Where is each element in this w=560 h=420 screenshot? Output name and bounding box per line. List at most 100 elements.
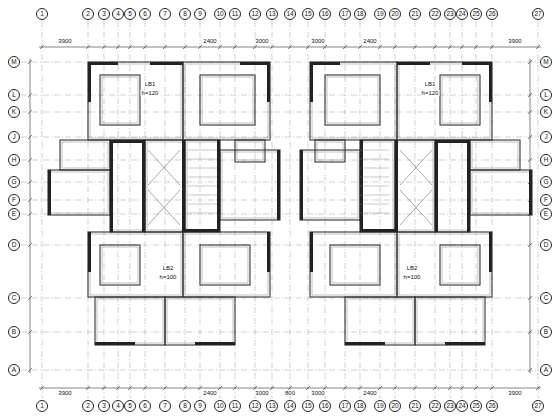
- axis-bubble: 21: [409, 400, 421, 412]
- axis-bubble: 27: [532, 8, 544, 20]
- axis-bubble: 2: [82, 8, 94, 20]
- axis-bubble: 22: [429, 8, 441, 20]
- axis-number: A: [12, 367, 16, 374]
- axis-number: D: [544, 242, 549, 249]
- axis-bubble: E: [540, 208, 552, 220]
- axis-number: 11: [232, 403, 239, 410]
- axis-bubble: 20: [389, 400, 401, 412]
- axis-number: 27: [534, 403, 541, 410]
- axis-bubble: F: [8, 194, 20, 206]
- grid-lines: [21, 21, 539, 399]
- axis-number: 19: [376, 403, 383, 410]
- axis-bubble: J: [8, 131, 20, 143]
- axis-number: 8: [183, 403, 187, 410]
- axis-bubble: C: [8, 292, 20, 304]
- axis-bubble: 8: [179, 8, 191, 20]
- axis-number: F: [12, 197, 16, 204]
- axis-number: 13: [268, 403, 275, 410]
- axis-bubble: 23: [444, 8, 456, 20]
- axis-bubble: 20: [389, 8, 401, 20]
- axis-bubble: 16: [319, 400, 331, 412]
- axis-number: 7: [163, 11, 167, 18]
- axis-bubble: 8: [179, 400, 191, 412]
- dimension-text: 3900: [57, 390, 72, 396]
- axis-number: B: [544, 329, 548, 336]
- axis-bubble: 19: [374, 8, 386, 20]
- axis-bubble: 26: [486, 400, 498, 412]
- axis-number: H: [12, 157, 17, 164]
- axis-bubble: G: [540, 176, 552, 188]
- axis-number: 9: [198, 11, 202, 18]
- axis-number: 6: [143, 403, 147, 410]
- axis-bubble: 6: [139, 8, 151, 20]
- slab-mark: h=100: [159, 274, 178, 280]
- axis-number: K: [544, 109, 548, 116]
- axis-number: C: [544, 295, 549, 302]
- axis-bubble: L: [8, 89, 20, 101]
- axis-number: 17: [341, 11, 348, 18]
- axis-number: J: [544, 134, 547, 141]
- axis-number: 24: [458, 11, 465, 18]
- axis-number: 10: [216, 403, 223, 410]
- axis-bubble: 4: [112, 8, 124, 20]
- axis-number: 15: [304, 403, 311, 410]
- dimension-text: 3900: [507, 390, 522, 396]
- axis-number: 18: [356, 403, 363, 410]
- axis-number: 12: [251, 403, 258, 410]
- axis-number: 13: [268, 11, 275, 18]
- axis-bubble: 26: [486, 8, 498, 20]
- dimension-text: 2400: [202, 38, 217, 44]
- slab-mark: LB2: [406, 265, 419, 271]
- axis-bubble: 3: [98, 8, 110, 20]
- axis-number: 22: [431, 403, 438, 410]
- axis-bubble: 16: [319, 8, 331, 20]
- dimension-text: 2400: [362, 390, 377, 396]
- axis-number: E: [544, 211, 548, 218]
- axis-bubble: E: [8, 208, 20, 220]
- dimension-text: 3900: [57, 38, 72, 44]
- axis-bubble: 14: [284, 400, 296, 412]
- axis-bubble: 9: [194, 8, 206, 20]
- axis-bubble: H: [8, 154, 20, 166]
- building-plan: [48, 62, 280, 345]
- axis-number: L: [544, 92, 548, 99]
- axis-bubble: 11: [229, 8, 241, 20]
- axis-number: 12: [251, 11, 258, 18]
- axis-number: 26: [488, 11, 495, 18]
- slab-mark: LB1: [424, 81, 437, 87]
- axis-bubble: 23: [444, 400, 456, 412]
- axis-bubble: 9: [194, 400, 206, 412]
- axis-bubble: 18: [354, 8, 366, 20]
- slab-mark: LB1: [144, 81, 157, 87]
- axis-bubble: 27: [532, 400, 544, 412]
- axis-bubble: 5: [124, 400, 136, 412]
- axis-bubble: C: [540, 292, 552, 304]
- axis-number: C: [12, 295, 17, 302]
- axis-number: 15: [304, 11, 311, 18]
- axis-bubble: K: [8, 106, 20, 118]
- axis-number: B: [12, 329, 16, 336]
- slab-mark: h=100: [403, 274, 422, 280]
- axis-number: 20: [391, 403, 398, 410]
- axis-number: 14: [286, 11, 293, 18]
- axis-number: 14: [286, 403, 293, 410]
- axis-number: 8: [183, 11, 187, 18]
- axis-bubble: 25: [470, 8, 482, 20]
- axis-number: 6: [143, 11, 147, 18]
- axis-number: F: [544, 197, 548, 204]
- axis-number: 3: [102, 11, 106, 18]
- axis-number: 1: [40, 11, 44, 18]
- axis-bubble: H: [540, 154, 552, 166]
- dimension-text: 3000: [310, 38, 325, 44]
- axis-number: 3: [102, 403, 106, 410]
- axis-number: 2: [86, 11, 90, 18]
- axis-number: L: [12, 92, 16, 99]
- axis-number: E: [12, 211, 16, 218]
- axis-bubble: 10: [214, 8, 226, 20]
- dimension-text: 2400: [202, 390, 217, 396]
- dimension-text: 2400: [362, 38, 377, 44]
- axis-bubble: 13: [266, 8, 278, 20]
- axis-bubble: 1: [36, 8, 48, 20]
- axis-bubble: 24: [456, 400, 468, 412]
